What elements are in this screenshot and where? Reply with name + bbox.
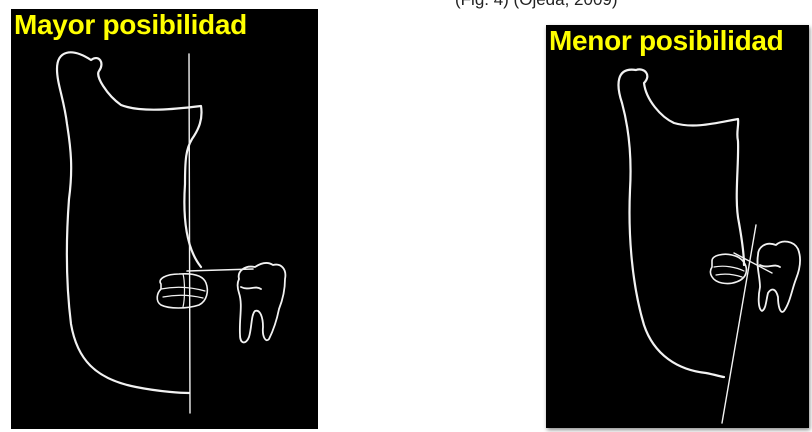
horizontal-reference-line bbox=[734, 253, 772, 273]
figure-caption: (Fig. 4) (Ojeda, 2009) bbox=[455, 0, 618, 10]
impacted-third-molar bbox=[157, 274, 207, 308]
impacted-third-molar bbox=[710, 254, 746, 283]
mandible-outline bbox=[619, 69, 744, 377]
second-molar bbox=[238, 263, 286, 343]
panel-label-left: Mayor posibilidad bbox=[11, 9, 250, 41]
mandible-drawing-left bbox=[11, 9, 318, 429]
panel-menor-posibilidad: Menor posibilidad bbox=[546, 25, 809, 428]
second-molar bbox=[757, 242, 800, 312]
mandible-outline bbox=[57, 52, 202, 393]
mandible-drawing-right bbox=[546, 25, 809, 428]
panel-label-right: Menor posibilidad bbox=[546, 25, 786, 57]
panel-mayor-posibilidad: Mayor posibilidad bbox=[11, 9, 318, 429]
